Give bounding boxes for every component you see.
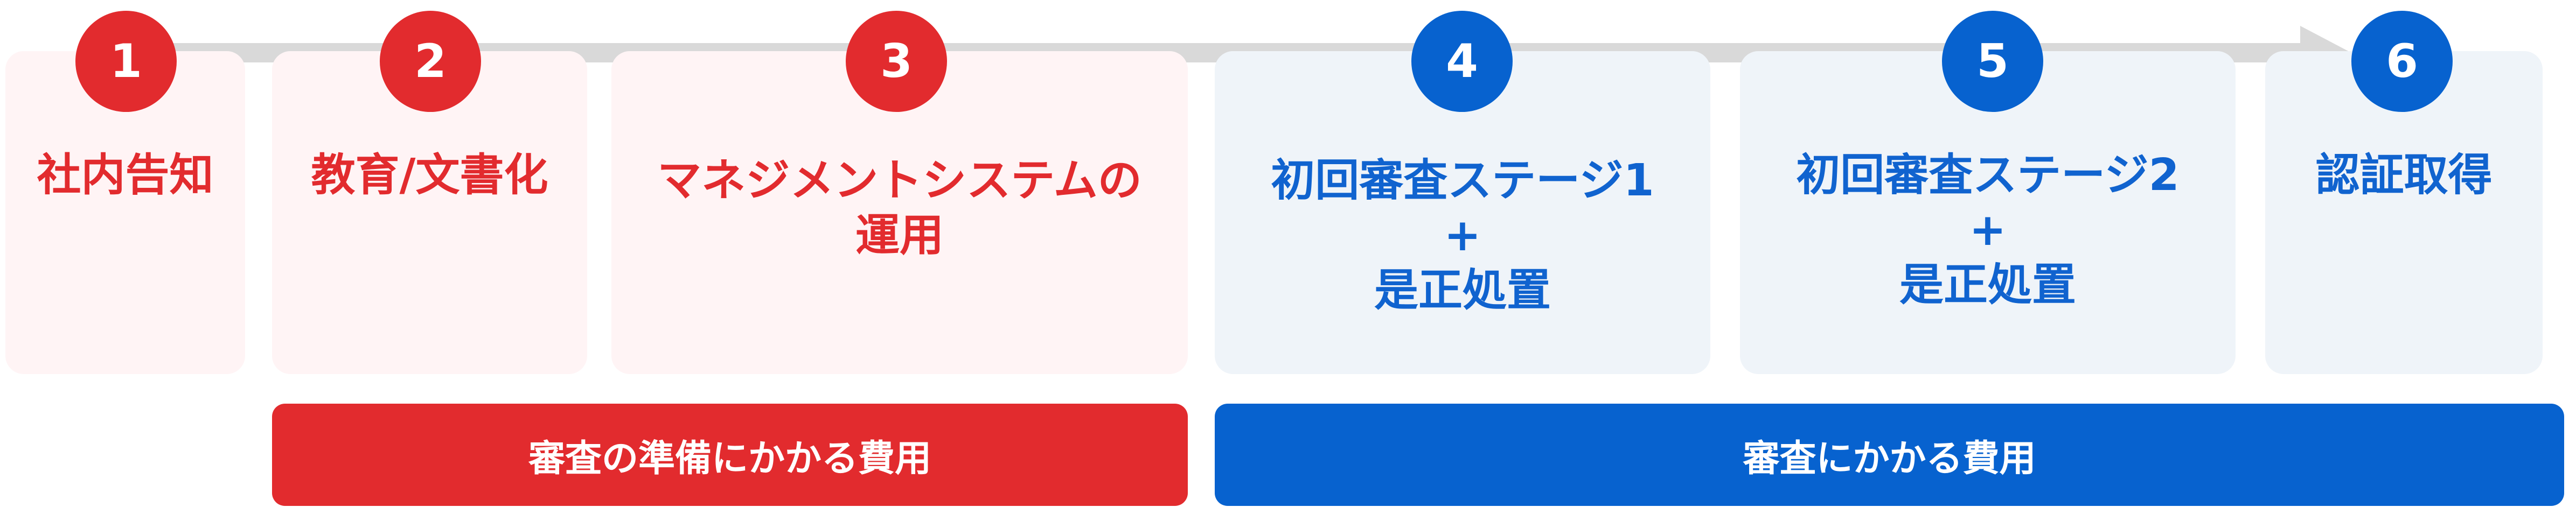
step-label-5: 初回審査ステージ2 + 是正処置 [1796, 150, 2180, 311]
step-label-1: 社内告知 [37, 150, 214, 201]
step-number-4: 4 [1411, 11, 1513, 112]
step-card-3: マネジメントシステムの 運用 [611, 51, 1188, 374]
step-number-5: 5 [1942, 11, 2043, 112]
step-label-4: 初回審査ステージ1 + 是正処置 [1271, 155, 1654, 316]
audit-cost-bar: 審査にかかる費用 [1215, 404, 2564, 506]
preparation-cost-bar: 審査の準備にかかる費用 [272, 404, 1188, 506]
step-number-3: 3 [846, 11, 947, 112]
step-label-2: 教育/文書化 [311, 150, 548, 201]
step-number-6: 6 [2351, 11, 2453, 112]
step-label-3: マネジメントシステムの 運用 [657, 155, 1142, 261]
step-card-1: 社内告知 [5, 51, 245, 374]
step-label-6: 認証取得 [2315, 150, 2493, 201]
step-number-2: 2 [380, 11, 481, 112]
step-card-4: 初回審査ステージ1 + 是正処置 [1215, 51, 1710, 374]
step-number-1: 1 [75, 11, 177, 112]
